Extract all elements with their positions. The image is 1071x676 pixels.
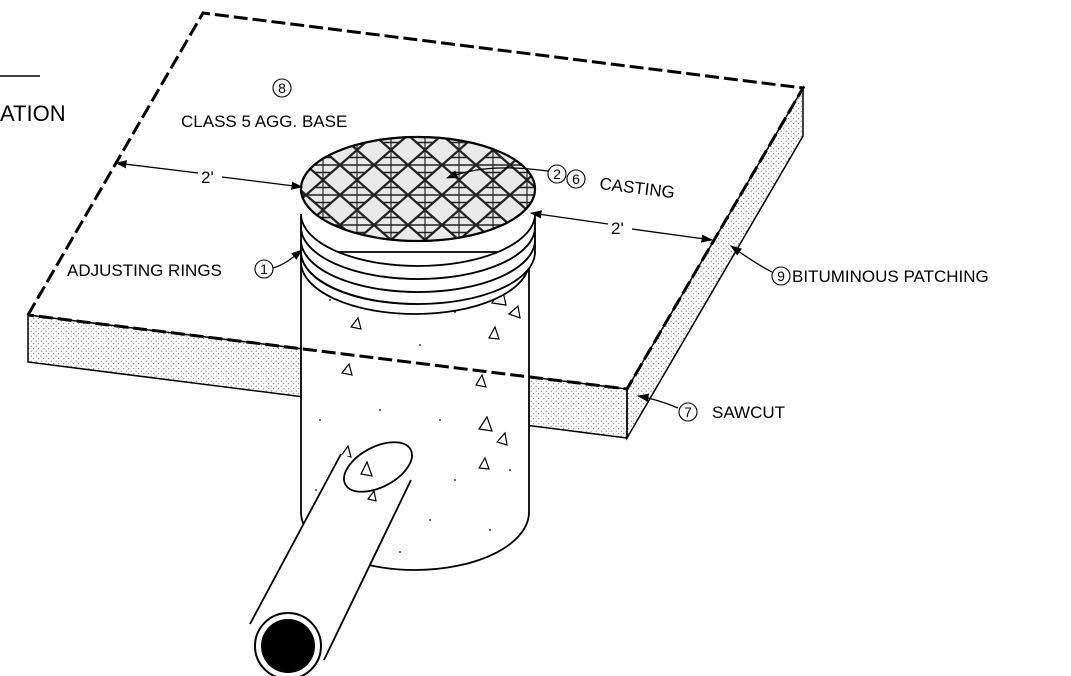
dimension-right: 2': [529, 210, 714, 243]
callout-2-circle: [547, 164, 567, 184]
dimension-right-label: 2': [611, 219, 624, 238]
callout-1: 1: [260, 261, 268, 277]
adjusting-rings-label: ADJUSTING RINGS: [67, 261, 222, 280]
callout-7: 7: [684, 404, 692, 420]
sawcut-label: SAWCUT: [712, 403, 785, 422]
slab-right-face: [626, 85, 804, 441]
callout-6: 6: [572, 171, 580, 187]
partial-title: ATION: [0, 101, 66, 126]
inlet-pipe: [241, 441, 413, 676]
callout-9-circle: [771, 266, 791, 286]
callout-8: 8: [278, 80, 286, 96]
casting-grate: [301, 137, 535, 241]
casting-label: CASTING: [599, 174, 676, 202]
sawcut-outline: [26, 11, 806, 391]
callout-2: 2: [553, 166, 561, 182]
callout-1-circle: [254, 259, 274, 279]
dimension-left-label: 2': [201, 168, 214, 187]
callout-7-circle: [678, 402, 698, 422]
bituminous-label: BITUMINOUS PATCHING: [792, 267, 989, 286]
callout-6-circle: [566, 169, 586, 189]
callout-class5: 8 CLASS 5 AGG. BASE: [181, 78, 347, 131]
adjusting-rings: [300, 213, 536, 315]
callout-bituminous: 9 BITUMINOUS PATCHING: [730, 245, 989, 286]
dimension-left: 2': [114, 160, 304, 190]
callout-adjusting-rings: ADJUSTING RINGS 1: [67, 249, 303, 280]
callout-9: 9: [777, 268, 785, 284]
class5-label: CLASS 5 AGG. BASE: [181, 112, 347, 131]
callout-8-circle: [272, 78, 292, 98]
callout-sawcut: 7 SAWCUT: [636, 393, 785, 422]
